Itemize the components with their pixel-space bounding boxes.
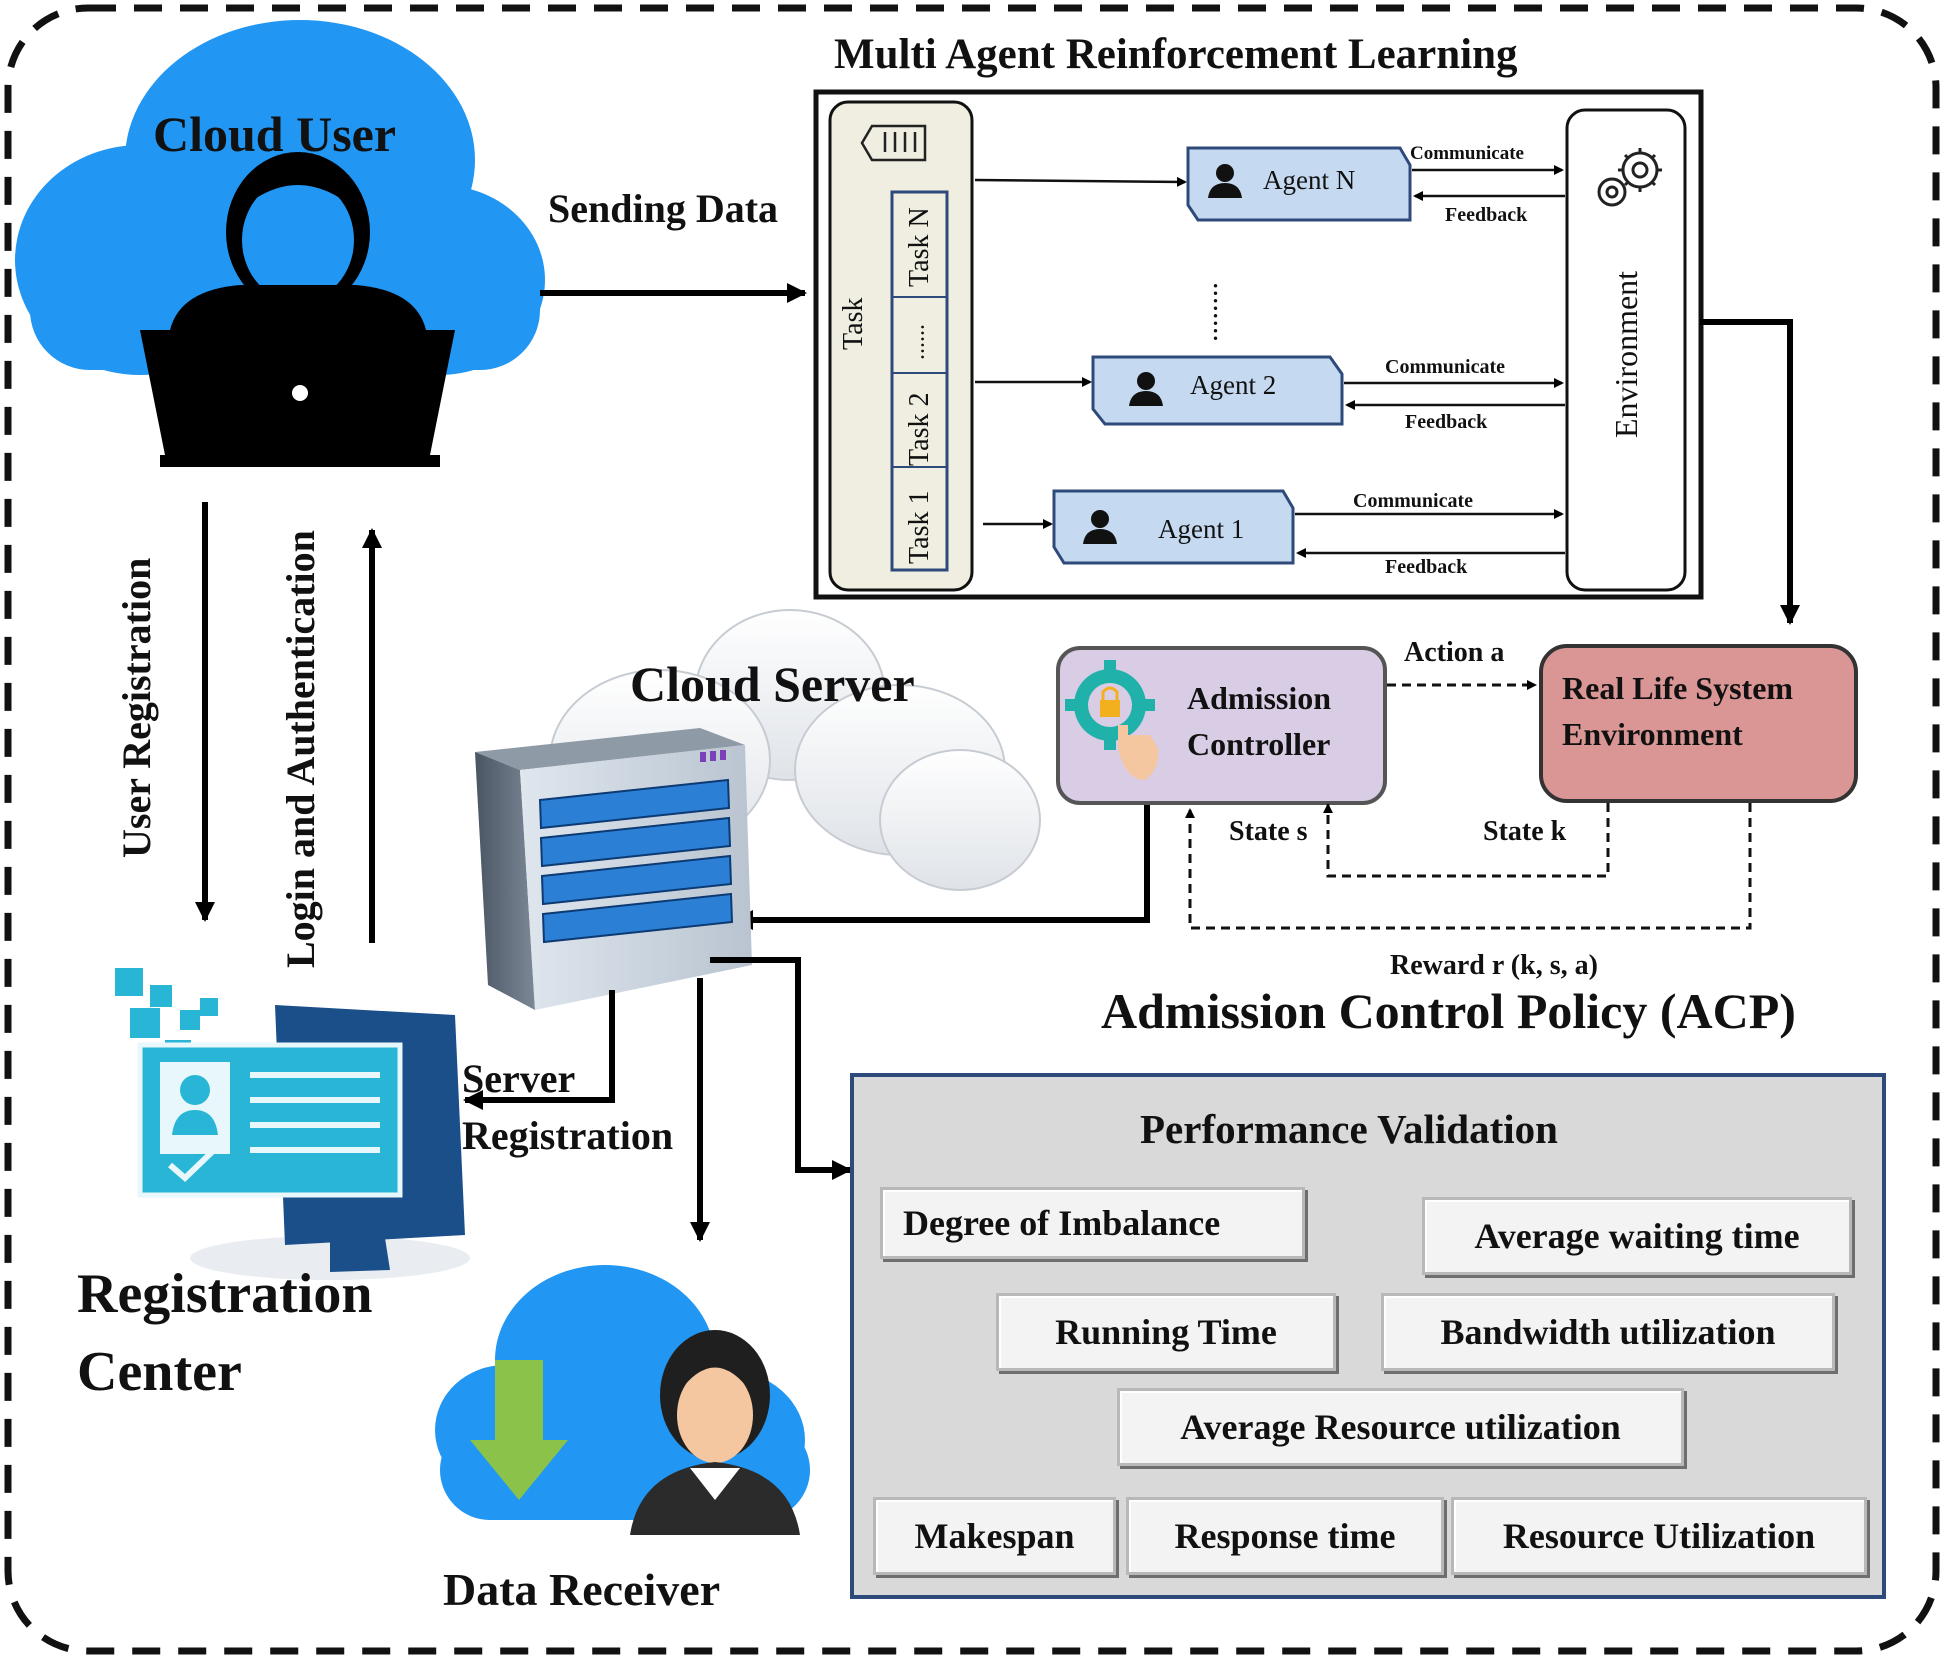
metric-degree-of-imbalance: Degree of Imbalance [880, 1187, 1305, 1259]
state-k-label: State k [1483, 816, 1567, 847]
feedback-label-2: Feedback [1405, 411, 1488, 433]
real-life-system-box [1539, 644, 1858, 803]
server-to-registration-arrow [463, 990, 615, 1110]
feedback-label-1: Feedback [1385, 556, 1468, 578]
metric-average-waiting-time: Average waiting time [1422, 1197, 1852, 1275]
task-2-label: Task 2 [904, 392, 935, 466]
agent-1-label: Agent 1 [1158, 514, 1245, 544]
admission-to-server-arrow [733, 805, 1150, 930]
state-s-label: State s [1229, 816, 1308, 847]
agent-2-person-icon [1129, 372, 1163, 406]
agent-2-label: Agent 2 [1190, 370, 1277, 400]
login-auth-label: Login and Authentication [278, 530, 323, 968]
registration-center-illustration [115, 968, 470, 1280]
metric-average-resource-utilization: Average Resource utilization [1117, 1388, 1684, 1466]
real-life-line-2: Environment [1562, 716, 1743, 752]
metric-response-time: Response time [1126, 1497, 1444, 1575]
action-label: Action a [1404, 637, 1505, 668]
cloud-server-illustration [475, 609, 1041, 1010]
performance-title: Performance Validation [1140, 1106, 1558, 1152]
registration-center-line-2: Center [77, 1341, 242, 1403]
registration-center-line-1: Registration [77, 1263, 373, 1325]
admission-controller-line-1: Admission [1187, 680, 1332, 716]
task-column-label: Task [838, 297, 869, 350]
reward-label: Reward r (k, s, a) [1390, 950, 1598, 981]
task-stack [890, 190, 949, 572]
agent-n-box [1186, 146, 1412, 222]
gears-icon [1597, 148, 1662, 207]
task-list-icon [860, 124, 927, 162]
metric-running-time: Running Time [996, 1293, 1336, 1371]
server-registration-line-2: Registration [462, 1113, 674, 1158]
real-life-line-1: Real Life System [1562, 670, 1794, 706]
marl-to-real-life-arrow [1700, 319, 1800, 625]
server-to-performance-arrow [710, 957, 852, 1180]
communicate-label-1: Communicate [1353, 490, 1473, 512]
task-dots-label: ...... [904, 324, 930, 360]
gear-lock-hand-icon [1065, 660, 1159, 780]
acp-title: Admission Control Policy (ACP) [1101, 983, 1796, 1039]
cloud-user-label: Cloud User [153, 106, 397, 162]
agent-n-person-icon [1208, 164, 1242, 198]
admission-controller-line-2: Controller [1187, 726, 1331, 762]
environment-box [1565, 108, 1687, 592]
task-1-label: Task 1 [904, 490, 935, 564]
cloud-server-label: Cloud Server [630, 656, 915, 712]
task-n-label: Task N [904, 207, 935, 287]
user-registration-label: User Registration [114, 557, 159, 858]
agent-dots: ........ [1207, 282, 1240, 342]
data-receiver-label: Data Receiver [443, 1564, 721, 1615]
marl-title: Multi Agent Reinforcement Learning [834, 31, 1518, 78]
metric-bandwidth-utilization: Bandwidth utilization [1381, 1293, 1835, 1371]
feedback-label-n: Feedback [1445, 204, 1528, 226]
communicate-label-2: Communicate [1385, 356, 1505, 378]
cloud-user-illustration [15, 20, 545, 467]
environment-label: Environment [1608, 270, 1644, 438]
outer-dashed-border [4, 4, 1940, 1655]
agent-1-box [1052, 489, 1295, 565]
agent-n-label: Agent N [1263, 165, 1356, 195]
metric-makespan: Makespan [873, 1497, 1116, 1575]
metric-resource-utilization: Resource Utilization [1451, 1497, 1867, 1575]
server-registration-line-1: Server [462, 1056, 576, 1101]
sending-data-label: Sending Data [548, 186, 779, 231]
agent-2-box [1091, 355, 1344, 426]
data-receiver-illustration [435, 1265, 810, 1535]
agent-1-person-icon [1083, 510, 1117, 544]
communicate-label-n: Communicate [1410, 143, 1524, 164]
